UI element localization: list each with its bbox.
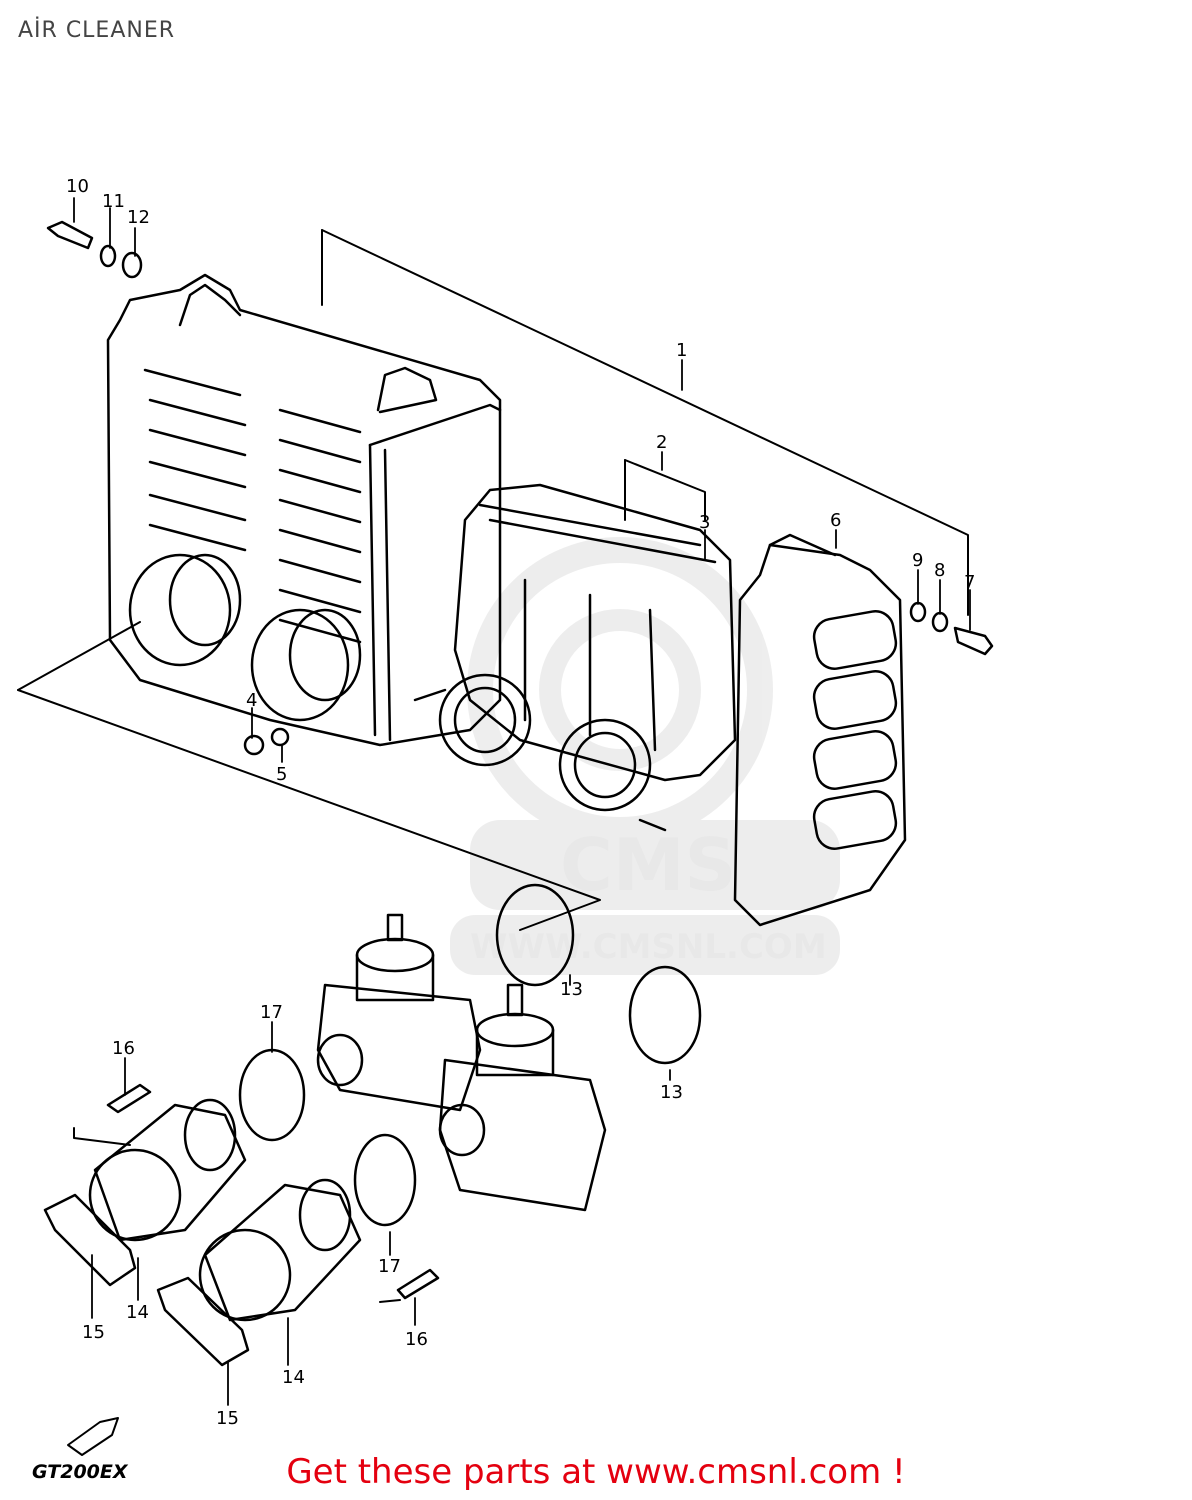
callout-17-lower: 17 <box>378 1256 401 1277</box>
intake-pipe-14-lower <box>198 1178 362 1322</box>
filter-element <box>413 483 737 832</box>
callout-5: 5 <box>276 764 287 785</box>
cmsnl-watermark: CMS WWW.CMSNL.COM <box>450 537 840 975</box>
air-cleaner-case <box>106 273 502 747</box>
callout-16-upper: 16 <box>112 1038 135 1059</box>
callout-4: 4 <box>246 690 257 711</box>
callout-15-upper: 15 <box>82 1322 105 1343</box>
carburetor-left <box>316 913 482 1112</box>
bolt-10 <box>46 220 94 250</box>
clamp-13-lower <box>628 965 702 1065</box>
clamp-13-upper <box>495 883 575 987</box>
gasket-15-lower <box>156 1276 250 1367</box>
gasket-15-upper <box>43 1193 137 1287</box>
callout-16-lower: 16 <box>405 1329 428 1350</box>
bolt-16-lower <box>396 1268 440 1300</box>
clamp-17-upper <box>238 1048 306 1142</box>
clamp-17-lower <box>353 1133 417 1227</box>
callout-13-upper: 13 <box>560 979 583 1000</box>
leader-lines <box>73 197 971 1406</box>
callout-10: 10 <box>66 176 89 197</box>
assembly-lines <box>17 229 969 1303</box>
callout-7: 7 <box>964 572 975 593</box>
air-cleaner-cover <box>733 533 907 927</box>
callout-numbers: 10 11 12 1 2 3 6 9 8 7 4 5 13 13 16 17 1… <box>66 176 975 1429</box>
callout-8: 8 <box>934 560 945 581</box>
callout-1: 1 <box>676 340 687 361</box>
watermark-url: WWW.CMSNL.COM <box>470 927 827 967</box>
callout-3: 3 <box>699 512 710 533</box>
callout-14-lower: 14 <box>282 1367 305 1388</box>
model-code: GT200EX <box>32 1461 129 1483</box>
callout-6: 6 <box>830 510 841 531</box>
callout-2: 2 <box>656 432 667 453</box>
callout-15-lower: 15 <box>216 1408 239 1429</box>
intake-pipe-14-upper <box>88 1098 247 1242</box>
callout-12: 12 <box>127 207 150 228</box>
callout-11: 11 <box>102 191 125 212</box>
callout-17-upper: 17 <box>260 1002 283 1023</box>
callout-9: 9 <box>912 550 923 571</box>
direction-arrow <box>67 1417 119 1456</box>
washer-9 <box>909 601 927 623</box>
bolt-7 <box>953 626 994 656</box>
nut-4 <box>243 734 265 756</box>
washer-5 <box>270 727 290 747</box>
diagram-title: AİR CLEANER <box>18 18 176 43</box>
callout-14-upper: 14 <box>126 1302 149 1323</box>
watermark-logo: CMS <box>560 823 736 907</box>
washer-8 <box>931 611 949 633</box>
bolt-16-upper <box>106 1083 152 1114</box>
washer-11 <box>99 244 117 268</box>
carburetor-right <box>438 983 607 1212</box>
parts-shop-link[interactable]: Get these parts at www.cmsnl.com ! <box>286 1452 906 1492</box>
washer-12 <box>121 251 143 279</box>
callout-13-lower: 13 <box>660 1082 683 1103</box>
